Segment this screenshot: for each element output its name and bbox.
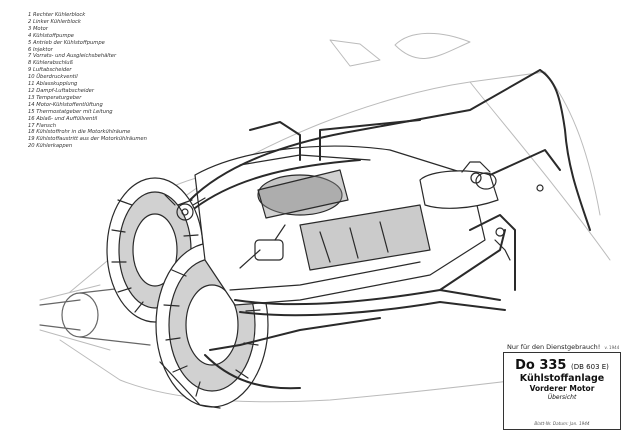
legend-item: 6 Injektor [28, 46, 53, 53]
thermostat-and-valves [470, 172, 544, 261]
legend-item: 9 Luftabscheider [28, 67, 72, 74]
legend-item: 1 Rechter Kühlerblock [28, 12, 86, 18]
legend-item: 13 Temperaturgeber [28, 94, 82, 101]
legend-item: 20 Kühlerkappen [28, 143, 73, 150]
engine-designation: (DB 603 E) [571, 363, 609, 371]
engine-block [194, 145, 486, 306]
title-block: Do 335 (DB 603 E) Kühlstoffanlage Vorder… [503, 352, 621, 430]
legend-item: 2 Linker Kühlerblock [28, 18, 81, 25]
legend-item: 17 Flansch [28, 122, 56, 129]
system-description: Vorderer Motor [529, 384, 595, 393]
legend-item: 12 Dampf-Luftabscheider [28, 87, 94, 94]
legend-item: 16 Ablaß- und Auffüllventil [28, 115, 98, 122]
legend-item: 11 Ablasskupplung [28, 81, 78, 88]
legend-item: 10 Überdruckventil [28, 74, 78, 81]
parts-legend: 1 Rechter Kühlerblock 2 Linker Kühlerblo… [28, 12, 193, 150]
legend-item: 5 Antrieb der Kühlstoffpumpe [28, 39, 105, 46]
stamp-text: Nur für den Dienstgebrauch! [507, 343, 601, 351]
legend-item: 7 Vorrats- und Ausgleichsbehälter [28, 53, 117, 60]
view-type: Übersicht [547, 394, 577, 401]
legend-item: 3 Motor [28, 25, 48, 32]
legend-item: 19 Kühlstoffaustritt aus der Motorkühlrä… [28, 136, 147, 143]
aircraft-model: Do 335 [515, 358, 567, 373]
coolant-pump-assembly [164, 194, 286, 269]
stamp-date: v. 1944 [604, 345, 620, 350]
coolant-pipes [189, 69, 591, 390]
legend-item: 8 Kühlerabschluß [28, 60, 73, 67]
legend-item: 15 Thermostatgeber mit Leitung [28, 108, 113, 115]
system-subject: Kühlstoffanlage [519, 373, 605, 384]
legend-item: 14 Motor-Kühlstoffentlüftung [28, 101, 103, 108]
legend-item: 4 Kühlstoffpumpe [28, 32, 75, 39]
legend-item: 18 Kühlstoffrohr in die Motorkühlräume [28, 129, 131, 136]
classification-stamp: Nur für den Dienstgebrauch! v. 1944 [507, 343, 619, 351]
coolant-expansion-tank [419, 161, 499, 209]
aircraft-model-line: Do 335 (DB 603 E) [504, 358, 620, 373]
sheet-footer: Blatt-Nr. Datum: Jan. 1944 [534, 421, 590, 426]
